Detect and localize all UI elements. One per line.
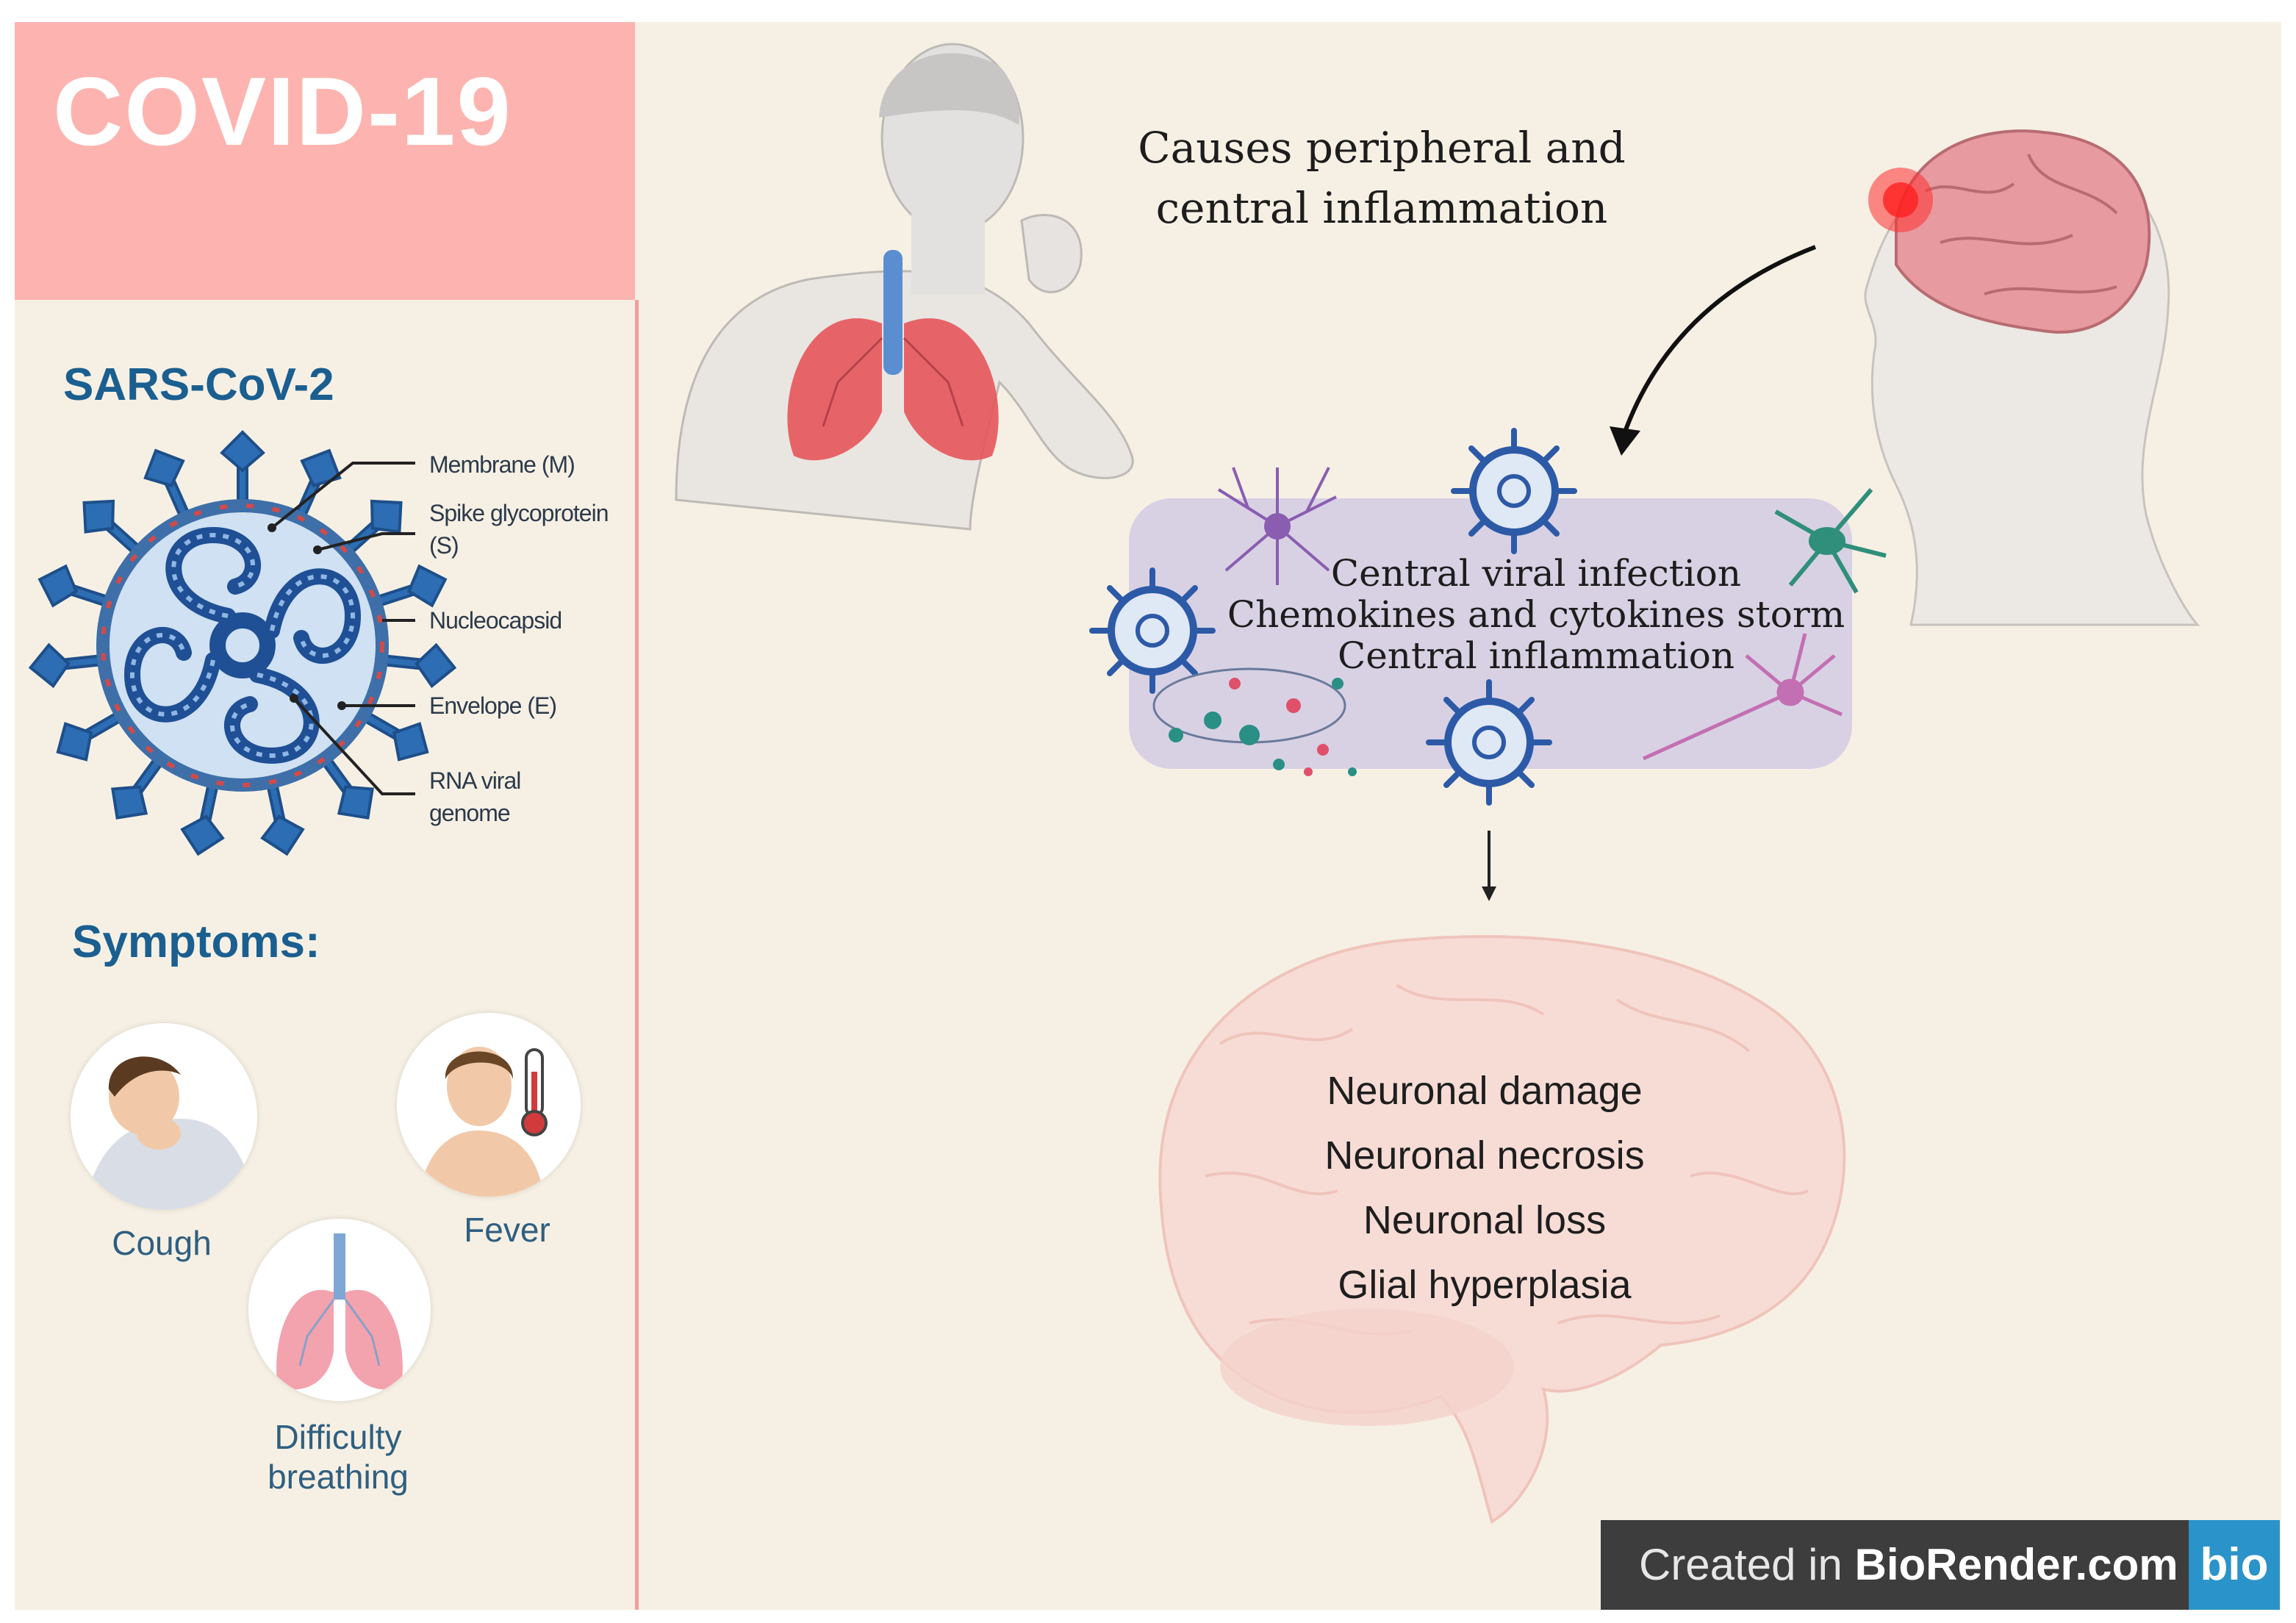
fever-symptom-circle (397, 1013, 581, 1197)
cytokine-storm-text: Chemokines and cytokines storm (1227, 593, 1845, 636)
spike-label: Spike glycoprotein (S) (429, 500, 609, 559)
causes-caption: Causes peripheral and central inflammati… (1138, 123, 1626, 233)
envelope-label: Envelope (E) (429, 692, 557, 719)
central-box-text: Central viral infection Chemokines and c… (1176, 553, 1896, 676)
title-banner: COVID-19 (15, 22, 635, 300)
breathing-label: Difficulty breathing (268, 1418, 409, 1496)
left-panel: COVID-19 (15, 22, 635, 1610)
cough-person-icon (85, 1056, 257, 1210)
outcome-neuronal-necrosis: Neuronal necrosis (1324, 1133, 1645, 1178)
nucleocapsid-label: Nucleocapsid (429, 607, 562, 634)
central-inflammation-text: Central inflammation (1337, 634, 1735, 677)
cough-symptom-circle (71, 1023, 257, 1210)
symptoms-heading: Symptoms: (72, 917, 320, 967)
fever-person-icon (419, 1047, 548, 1197)
virus-heading: SARS-CoV-2 (63, 359, 334, 410)
lungs-icon (276, 1233, 403, 1390)
outcome-neuronal-loss: Neuronal loss (1363, 1198, 1607, 1242)
badge-prefix: Created in (1639, 1540, 1855, 1589)
neuronal-outcomes-list: Neuronal damage Neuronal necrosis Neuron… (1213, 1058, 1757, 1317)
badge-text: Created in BioRender.com (1639, 1539, 2178, 1590)
outcome-glial-hyperplasia: Glial hyperplasia (1338, 1263, 1632, 1307)
biorender-logo-icon: bio (2189, 1520, 2280, 1610)
outcome-neuronal-damage: Neuronal damage (1327, 1069, 1643, 1113)
rna-genome-label: RNA viral genome (429, 767, 521, 826)
badge-brand: BioRender.com (1854, 1540, 2178, 1589)
cough-label: Cough (112, 1224, 212, 1262)
panel-divider (635, 300, 639, 1610)
main-title: COVID-19 (53, 57, 512, 165)
breathing-symptom-circle (248, 1219, 431, 1401)
fever-label: Fever (464, 1211, 550, 1249)
membrane-label: Membrane (M) (429, 451, 575, 478)
biorender-badge[interactable]: Created in BioRender.com bio (1601, 1520, 2280, 1610)
central-viral-infection-text: Central viral infection (1330, 552, 1742, 595)
